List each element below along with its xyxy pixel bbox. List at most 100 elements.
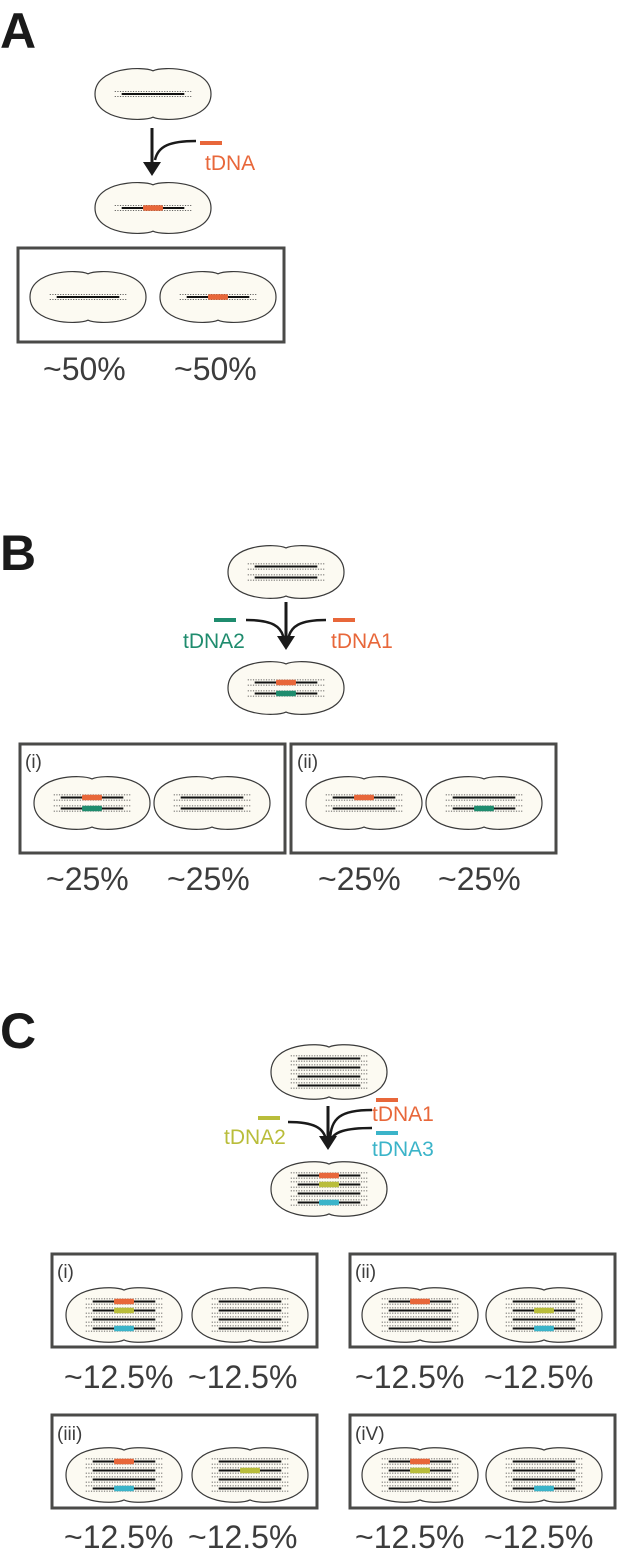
chromosome <box>290 1172 368 1179</box>
chromosome <box>85 1316 163 1323</box>
chromosome <box>505 1307 583 1314</box>
chromosome <box>247 563 325 570</box>
panel-c-pct-ii-right: ~12.5% <box>484 1359 593 1395</box>
offspring-cell <box>33 776 151 830</box>
chromosome <box>290 1055 368 1062</box>
panel-b-pct-4: ~25% <box>438 861 521 897</box>
panel-a-letter: A <box>0 3 36 59</box>
cell-outline <box>191 1287 309 1343</box>
chromosome <box>114 91 192 97</box>
tdna-insert <box>114 1485 134 1492</box>
cell-outline <box>305 776 423 830</box>
cell-outline <box>270 1161 388 1217</box>
tdna-label: tDNA <box>205 152 255 175</box>
tdna3-insert-icon <box>376 1131 398 1135</box>
chromosome <box>505 1485 583 1492</box>
panel-b-arrow <box>245 602 327 650</box>
chromosome <box>381 1316 459 1323</box>
cell-outline <box>485 1447 603 1503</box>
chromosome <box>179 293 257 301</box>
panel-a-offspring-box <box>16 246 286 344</box>
panel-c-arrow <box>287 1106 373 1150</box>
chromosome <box>85 1476 163 1483</box>
panel-c-box-i <box>50 1252 319 1349</box>
cell-outline <box>33 776 151 830</box>
panel-b-pct-2: ~25% <box>167 861 250 897</box>
panel-c-pct-iii-right: ~12.5% <box>188 1519 297 1555</box>
tdna-insert <box>319 1181 339 1188</box>
chromosome <box>211 1467 289 1474</box>
panel-b-box-ii <box>289 742 558 855</box>
cell-outline <box>361 1447 479 1503</box>
panel-a-cells <box>29 67 277 324</box>
parent-cell <box>270 1044 388 1100</box>
tdna-insert <box>276 679 296 686</box>
chromosome <box>445 805 523 812</box>
tdna-insert <box>474 805 494 812</box>
panel-c: C tDNA2 tDNA1 tDNA3 (i) (ii) (iii) (iV) … <box>0 1003 617 1555</box>
chromosome <box>173 805 251 812</box>
panel-b-box-i-label: (i) <box>25 752 42 773</box>
tdna-insert <box>319 1199 339 1206</box>
chromosome <box>211 1307 289 1314</box>
offspring-cell <box>361 1287 479 1343</box>
chromosome <box>211 1298 289 1305</box>
chromosome <box>290 1190 368 1197</box>
cell-outline <box>65 1447 183 1503</box>
panel-c-pct-i-right: ~12.5% <box>188 1359 297 1395</box>
chromosome <box>381 1476 459 1483</box>
panel-a-pct-right: ~50% <box>174 351 257 387</box>
panel-b: B tDNA2 tDNA1 (i) (ii) ~25% ~25% ~25% ~2… <box>0 525 558 897</box>
chromosome <box>505 1458 583 1465</box>
panel-c-box-ii-label: (ii) <box>355 1262 376 1283</box>
parent-cell <box>227 545 345 599</box>
chromosome <box>211 1325 289 1332</box>
panel-a-arrow <box>143 128 197 176</box>
panel-c-box-iii-label: (iii) <box>57 1424 82 1445</box>
tdna-insert <box>276 690 296 697</box>
chromosome <box>53 794 131 801</box>
tdna2-insert-icon <box>214 618 236 622</box>
chromosome <box>85 1467 163 1474</box>
chromosome <box>85 1458 163 1465</box>
tdna-insert <box>534 1307 554 1314</box>
offspring-cell <box>485 1287 603 1343</box>
tdna-insert <box>410 1458 430 1465</box>
chromosome <box>381 1485 459 1492</box>
tdna-insert <box>534 1485 554 1492</box>
offspring-cell <box>65 1287 183 1343</box>
panel-b-pct-1: ~25% <box>46 861 129 897</box>
chromosome <box>211 1316 289 1323</box>
chromosome <box>290 1181 368 1188</box>
panel-b-box-i <box>18 742 287 855</box>
panel-c-box-i-label: (i) <box>57 1262 74 1283</box>
offspring-cell-untransformed <box>29 270 147 324</box>
chromosome <box>85 1485 163 1492</box>
panel-c-pct-iv-left: ~12.5% <box>355 1519 464 1555</box>
transformed-cell <box>270 1161 388 1217</box>
cell-outline <box>153 776 271 830</box>
tdna1-insert-icon <box>333 618 355 622</box>
cell-outline <box>425 776 543 830</box>
cell-outline <box>227 545 345 599</box>
offspring-cell <box>191 1287 309 1343</box>
chromosome <box>445 794 523 801</box>
tdna1-insert-icon <box>376 1098 398 1102</box>
offspring-cell <box>191 1447 309 1503</box>
panel-a: A tDNA ~50% ~50% <box>0 3 286 387</box>
chromosome <box>325 794 403 801</box>
panel-c-box-iv-label: (iV) <box>355 1424 385 1445</box>
chromosome <box>211 1476 289 1483</box>
tdna-insert <box>410 1467 430 1474</box>
chromosome <box>85 1307 163 1314</box>
chromosome <box>505 1467 583 1474</box>
tdna-insert <box>82 794 102 801</box>
panel-c-box-iv <box>348 1413 617 1510</box>
chromosome <box>505 1298 583 1305</box>
tdna-insert <box>354 794 374 801</box>
tdna-insert <box>534 1325 554 1332</box>
tdna-insert <box>143 205 163 211</box>
panel-c-box-ii <box>348 1252 617 1349</box>
chromosome <box>53 805 131 812</box>
